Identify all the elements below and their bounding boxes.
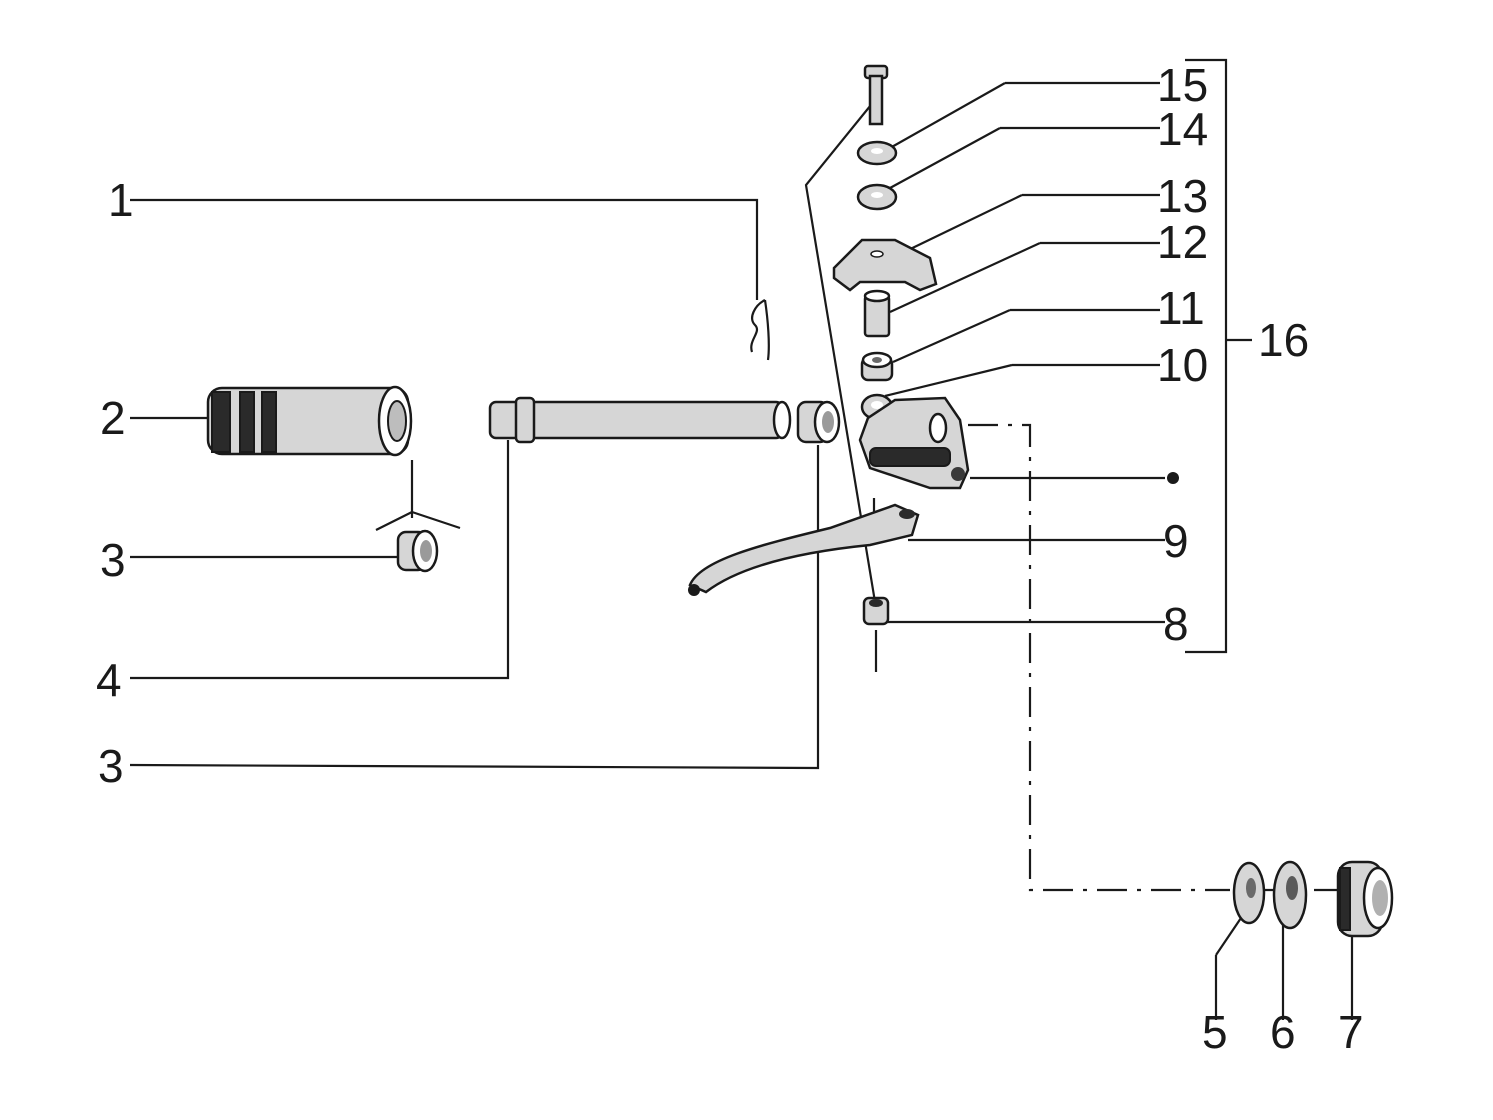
callout-2: 2	[100, 392, 126, 444]
callout-3-lower: 3	[98, 740, 124, 792]
bracket-part	[832, 238, 938, 292]
washer-b-part	[856, 183, 898, 211]
callout-3-upper: 3	[100, 534, 126, 586]
screw-part	[863, 64, 889, 126]
washer-5-part	[1232, 861, 1266, 925]
washer-a-part	[856, 140, 898, 166]
callout-11: 11	[1157, 282, 1205, 334]
brake-lever-part	[688, 503, 920, 596]
callout-13: 13	[1157, 170, 1208, 222]
handlebar-grip-part	[206, 385, 413, 457]
spring-clip-part	[750, 299, 770, 361]
callout-labels: 1 2 3 4 3 15 14 13 12 11 16 10 9 8 5 6 7	[96, 59, 1364, 1058]
reference-dot	[1167, 472, 1179, 484]
bushing-left-part	[396, 529, 439, 573]
callout-4: 4	[96, 654, 122, 706]
nut-part	[862, 596, 890, 626]
washer-6-part	[1272, 860, 1308, 930]
callout-14: 14	[1157, 103, 1208, 155]
callout-10: 10	[1157, 339, 1208, 391]
callout-9: 9	[1163, 515, 1189, 567]
callout-6: 6	[1270, 1006, 1296, 1058]
callout-12: 12	[1157, 216, 1208, 268]
spacer-part	[860, 351, 894, 382]
callout-1: 1	[108, 174, 134, 226]
callout-8: 8	[1163, 598, 1189, 650]
callout-5: 5	[1202, 1006, 1228, 1058]
callout-7: 7	[1338, 1006, 1364, 1058]
handlebar-tube-part	[488, 396, 792, 444]
callout-16: 16	[1258, 314, 1309, 366]
sleeve-part	[863, 289, 891, 338]
callout-15: 15	[1157, 59, 1208, 111]
lever-holder-part	[858, 396, 970, 490]
end-cap-part	[1336, 860, 1394, 938]
bushing-right-part	[796, 400, 841, 444]
leader-lines	[129, 58, 1354, 1020]
